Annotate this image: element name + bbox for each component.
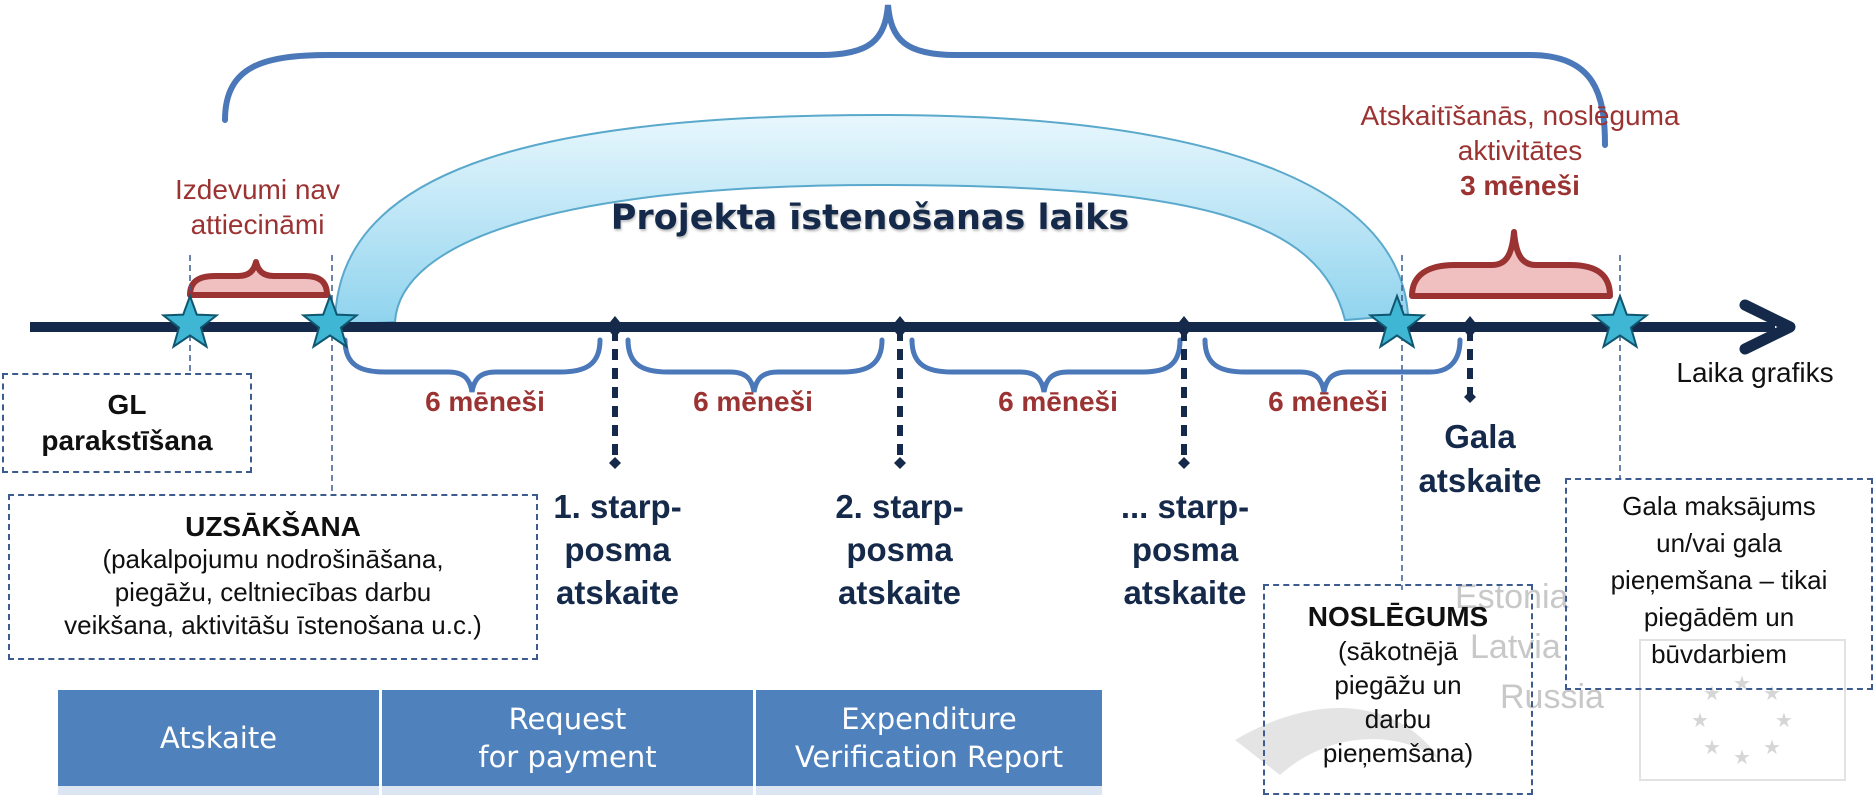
svg-text:★: ★ — [1703, 681, 1721, 705]
implementation-arc — [333, 113, 1410, 327]
not-eligible-brace — [187, 259, 330, 298]
milestone-stars — [160, 293, 1650, 349]
table-header-row: Atskaite Request for payment Expenditure… — [58, 690, 1102, 786]
report-drop-lines — [609, 330, 1476, 469]
closing-title: NOSLĒGUMS — [1307, 601, 1489, 632]
watermark-latvia: Latvia — [1470, 628, 1561, 666]
table-header-verification: Expenditure Verification Report — [756, 690, 1102, 786]
start-title: UZSĀKŠANA — [185, 511, 361, 542]
table-cell — [382, 786, 753, 795]
period-label: 6 mēneši — [998, 386, 1118, 417]
watermark-russia: Russia — [1500, 678, 1604, 716]
period-label: 6 mēneši — [693, 386, 813, 417]
svg-text:★: ★ — [1763, 735, 1781, 759]
table-row — [58, 786, 1102, 795]
table-cell — [756, 786, 1102, 795]
table-cell — [58, 786, 379, 795]
report-table: Atskaite Request for payment Expenditure… — [55, 690, 1105, 795]
svg-text:★: ★ — [1775, 708, 1793, 732]
swirl-watermark — [1235, 707, 1440, 775]
svg-text:★: ★ — [1733, 745, 1751, 769]
closing-duration: 3 mēneši — [1460, 170, 1580, 201]
table-header-request: Request for payment — [382, 690, 753, 786]
start-box: UZSĀKŠANA (pakalpojumu nodrošināšana, pi… — [8, 494, 538, 660]
table-header-report: Atskaite — [58, 690, 379, 786]
implementation-title: Projekta īstenošanas laiks — [610, 198, 1130, 238]
period-label: 6 mēneši — [425, 386, 545, 417]
svg-text:★: ★ — [1691, 708, 1709, 732]
svg-text:★: ★ — [1763, 681, 1781, 705]
timeline-arrowhead — [1739, 299, 1796, 355]
eu-flag-watermark: ★★★ ★★ ★★★ — [1639, 639, 1846, 781]
axis-markers — [606, 316, 1479, 338]
period-braces — [342, 337, 1463, 393]
timeline-label: Laika grafiks — [1676, 357, 1834, 388]
final-payment-box: Gala maksājums un/vai gala pieņemšana – … — [1565, 478, 1873, 690]
period-label: 6 mēneši — [1268, 386, 1388, 417]
closing-brace — [1409, 229, 1613, 299]
overall-brace — [222, 4, 1608, 148]
closing-box: NOSLĒGUMS (sākotnējā piegāžu un darbu pi… — [1263, 584, 1533, 795]
svg-text:★: ★ — [1703, 735, 1721, 759]
